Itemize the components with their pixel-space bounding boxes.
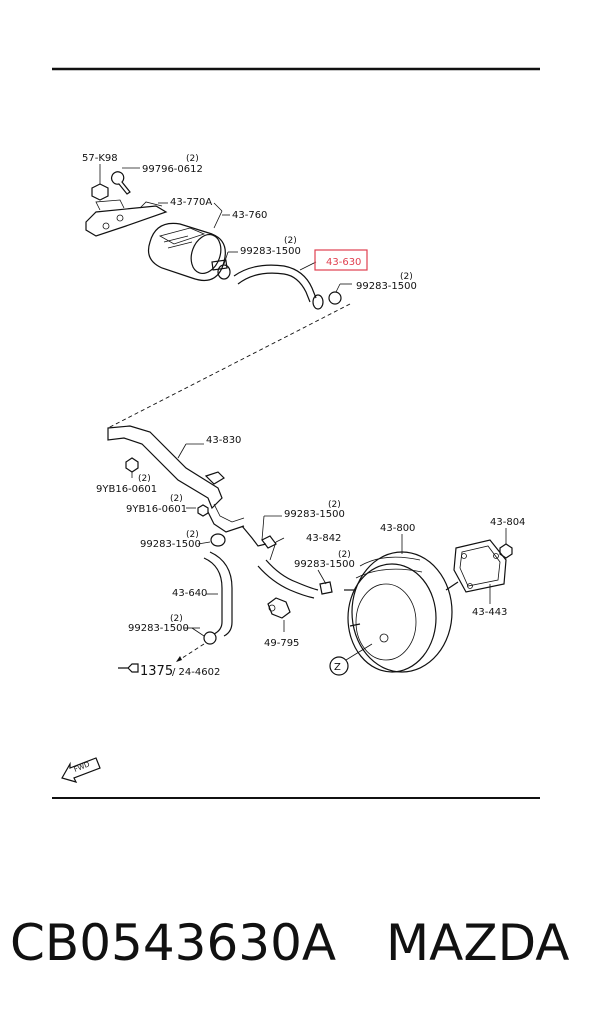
nut-43-804: [499, 543, 513, 559]
label-43-770A: 43-770A: [170, 197, 212, 208]
zone-marker-circle: [329, 656, 349, 676]
qty-99283-c: (2): [328, 500, 341, 510]
label-43-800: 43-800: [380, 523, 415, 534]
label-99283-1500-d: 99283-1500: [140, 539, 201, 550]
zone-letter: Z: [334, 662, 341, 673]
label-99283-1500-e: 99283-1500: [294, 559, 355, 570]
reference-icon: [118, 663, 139, 673]
label-43-640: 43-640: [172, 588, 207, 599]
label-99283-1500-c: 99283-1500: [284, 509, 345, 520]
qty-99283-b: (2): [400, 272, 413, 282]
label-43-630: 43-630: [326, 257, 361, 268]
qty-99283-f: (2): [170, 614, 183, 624]
label-57-K98: 57-K98: [82, 153, 118, 164]
gasket-43-443: [453, 539, 507, 593]
label-43-760: 43-760: [232, 210, 267, 221]
qty-9YB16-b: (2): [170, 494, 183, 504]
label-99283-1500-a: 99283-1500: [240, 246, 301, 257]
qty-99283-e: (2): [338, 550, 351, 560]
fwd-arrow-icon: [61, 757, 101, 783]
ref-number-1375: 1375: [140, 664, 173, 679]
label-43-842: 43-842: [306, 533, 341, 544]
ref-sub-24-4602: / 24-4602: [172, 667, 220, 678]
fwd-text: FWD: [73, 760, 91, 774]
label-43-804: 43-804: [490, 517, 525, 528]
label-9YB16-0601-b: 9YB16-0601: [126, 504, 187, 515]
caption-part-number: CB0543630A: [10, 914, 336, 972]
label-49-795: 49-795: [264, 638, 299, 649]
canister-assembly: [85, 164, 342, 310]
caption-brand: MAZDA: [386, 914, 569, 972]
hose-43-842: [241, 525, 333, 599]
connection-dashed-line: [107, 303, 351, 429]
label-99796-0612: 99796-0612: [142, 164, 203, 175]
qty-99283-d: (2): [186, 530, 199, 540]
label-99283-1500-f: 99283-1500: [128, 623, 189, 634]
check-valve-49-795: [267, 597, 291, 632]
qty-9YB16-a: (2): [138, 474, 151, 484]
qty-99283-a: (2): [284, 236, 297, 246]
highlight-box-43-630: [314, 249, 368, 271]
label-9YB16-0601-a: 9YB16-0601: [96, 484, 157, 495]
label-43-830: 43-830: [206, 435, 241, 446]
label-99283-1500-b: 99283-1500: [356, 281, 417, 292]
vacuum-pipe: [107, 425, 245, 533]
hose-43-640: [203, 533, 233, 645]
label-43-443: 43-443: [472, 607, 507, 618]
brake-booster-43-800: [344, 551, 459, 673]
qty-99796: (2): [186, 154, 199, 164]
